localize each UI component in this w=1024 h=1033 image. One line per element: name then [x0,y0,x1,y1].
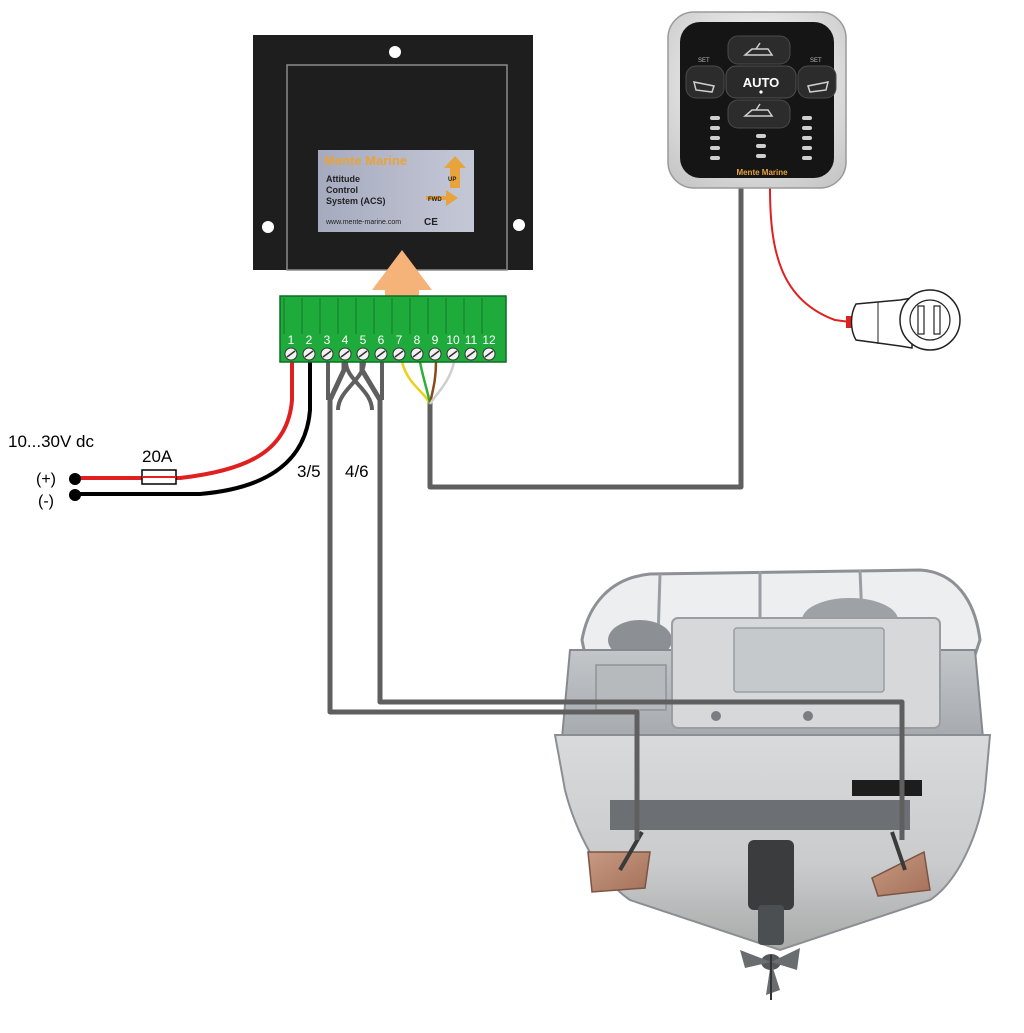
terminal-number: 10 [446,333,460,347]
terminal-number: 2 [306,333,313,347]
terminal-screw-slot [322,350,332,358]
terminal-screw-slot [394,350,404,358]
keypad-brand: Mente Marine [736,168,788,177]
wire-negative [76,360,312,496]
wire-keypad-socket [769,187,851,323]
keypad-auto-label: AUTO [743,75,780,90]
keypad-button-bow-down[interactable] [727,99,791,129]
terminal-screw-slot [304,350,314,358]
terminal-number: 11 [465,333,478,347]
label-line3: System (ACS) [326,196,386,206]
wire-white [428,361,456,405]
trim-tab-right [871,850,931,897]
terminal-negative [69,489,81,501]
cable-keypad [427,188,744,490]
keypad-led-icon [802,146,812,150]
keypad-led-icon [756,134,766,138]
label-line2: Control [326,185,358,195]
terminal-number: 6 [378,333,385,347]
keypad-led-icon [710,146,720,150]
keypad-leds [710,116,812,160]
negative-label: (-) [38,493,54,510]
label-website: www.mente-marine.com [325,219,401,226]
terminal-screw-slot [430,350,440,358]
trim-tab-left [587,851,651,893]
terminal-screw-slot [466,350,476,358]
terminal-screw-slot [358,350,368,358]
socket-face [899,289,961,351]
keypad-led-icon [756,144,766,148]
label-up: UP [448,177,456,183]
terminal-screw-slot [412,350,422,358]
terminal-positive [69,473,81,485]
keypad-led-icon [710,136,720,140]
keypad-led-icon [710,156,720,160]
keypad-led-icon [710,126,720,130]
control-unit: Mente Marine Attitude Control System (AC… [253,35,533,271]
label-brand: Mente Marine [324,153,407,168]
fuse-label: 20A [142,447,173,466]
label-ce: CE [424,217,438,228]
boat [553,568,992,1000]
terminal-number: 8 [414,333,421,347]
keypad-button-starboard[interactable] [797,65,837,99]
mount-hole-left [262,221,274,233]
boat-outdrive [748,840,794,910]
label-arrow-up-icon [444,156,466,188]
power-socket [846,289,961,351]
keypad-led-icon [802,116,812,120]
keypad-led-icon [756,154,766,158]
label-arrow-fwd-icon [426,190,458,206]
terminal-number: 4 [342,333,349,347]
cable-3-5 [327,360,640,840]
terminal-screw-slot [286,350,296,358]
keypad-set-right: SET [810,58,822,64]
keypad-led-icon [710,116,720,120]
mount-hole-top [389,46,401,58]
wire-positive [76,360,294,480]
terminal-number: 5 [360,333,367,347]
keypad-led-icon [802,136,812,140]
label-line1: Attitude [326,174,360,184]
keypad: AUTO SET SET Mente Marine [667,11,847,189]
keypad-button-bow-up[interactable] [727,35,791,65]
cable-label-4-6: 4/6 [345,462,369,481]
terminal-screw-slot [484,350,494,358]
terminal-screw-slot [448,350,458,358]
terminal-number: 3 [324,333,331,347]
terminal-number: 9 [432,333,439,347]
terminal-number: 7 [396,333,403,347]
keypad-led-icon [802,126,812,130]
cable-label-3-5: 3/5 [297,462,321,481]
keypad-button-auto[interactable] [725,65,797,99]
terminal-screw-slot [376,350,386,358]
keypad-led-icon [802,156,812,160]
label-fwd: FWD [428,197,442,203]
terminal-screw-slot [340,350,350,358]
voltage-label: 10...30V dc [8,432,95,451]
propeller [740,948,800,1000]
terminal-number: 1 [288,333,295,347]
keypad-set-left: SET [698,58,710,64]
positive-label: (+) [36,471,56,488]
mount-hole-right [513,219,525,231]
keypad-button-port[interactable] [685,65,725,99]
terminal-number: 12 [482,333,496,347]
